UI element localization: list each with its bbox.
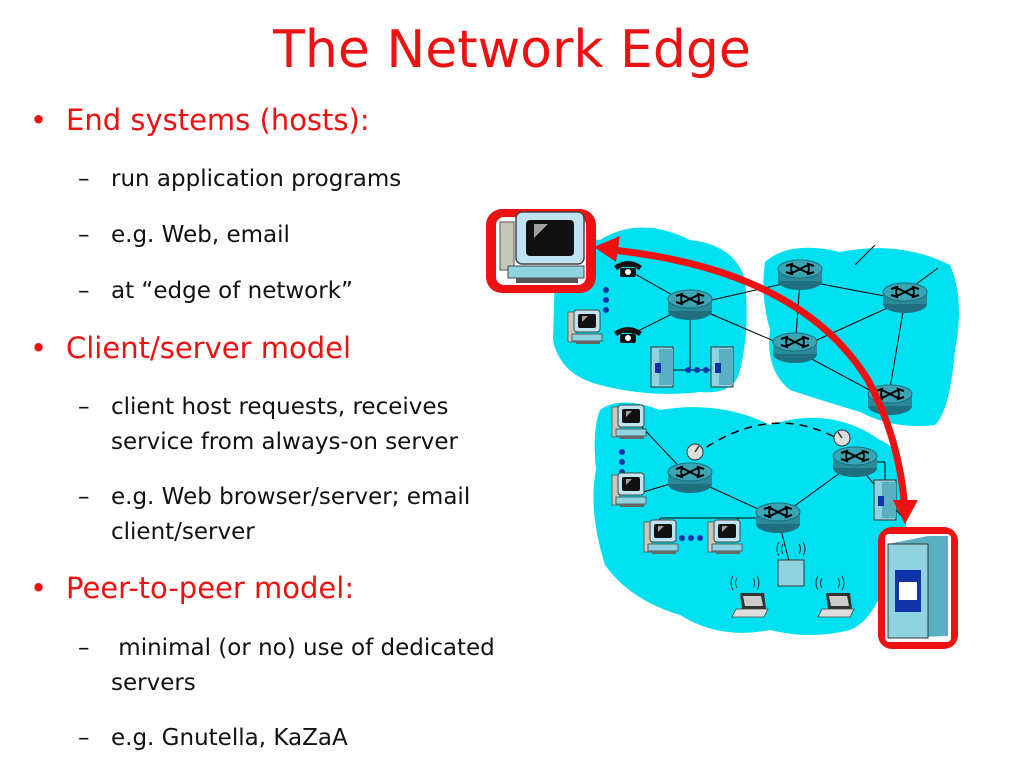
router-icon	[882, 282, 928, 314]
dash-icon: –	[78, 166, 90, 192]
satellite-link	[694, 422, 841, 456]
bullet-heading: Peer-to-peer model:	[66, 571, 355, 605]
sub-item-text: e.g. Web, email	[111, 222, 290, 248]
network-cloud-bottom	[593, 402, 907, 635]
router-icon	[777, 259, 823, 291]
dash-icon: –	[78, 278, 90, 304]
client-server-arrow	[594, 236, 918, 524]
dash-icon: –	[78, 222, 90, 248]
sub-item: –at “edge of network”	[78, 274, 353, 309]
sub-item-text-line: servers	[111, 670, 196, 696]
router-icon	[667, 462, 713, 494]
sub-item-text: e.g. Gnutella, KaZaA	[111, 725, 348, 751]
satellite-dish-icon	[686, 443, 704, 461]
bullet-dot-icon: •	[30, 571, 48, 605]
sub-item-text-line: minimal (or no) use of dedicated	[111, 635, 495, 661]
desktop-computer-icon	[643, 519, 679, 555]
bullet-heading: Client/server model	[66, 331, 352, 365]
server-icon	[650, 346, 674, 388]
dash-icon: –	[78, 635, 90, 661]
router-icon	[755, 502, 801, 534]
highlighted-server-icon	[878, 527, 958, 649]
sub-item-text: at “edge of network”	[111, 278, 353, 304]
sub-item-text-line: client/server	[111, 519, 255, 545]
router-icon	[667, 289, 713, 321]
bullet-dot-icon: •	[30, 331, 48, 365]
sub-item: –run application programs	[78, 162, 401, 197]
sub-item-text-line: service from always-on server	[111, 429, 459, 455]
desktop-computer-icon	[567, 309, 603, 345]
sub-item: –client host requests, receives service f…	[78, 390, 458, 460]
sub-item-text: run application programs	[111, 166, 402, 192]
sub-item: –e.g. Web, email	[78, 218, 290, 253]
satellite-dish-icon	[833, 429, 851, 447]
bullet-client-server: • Client/server model	[30, 331, 351, 365]
slide-title: The Network Edge	[273, 20, 751, 80]
desktop-computer-icon	[707, 519, 743, 555]
sub-item: –e.g. Gnutella, KaZaA	[78, 721, 348, 756]
bullet-peer-to-peer: • Peer-to-peer model:	[30, 571, 354, 605]
server-icon	[873, 479, 897, 521]
sub-item: –e.g. Web browser/server; email client/se…	[78, 480, 470, 550]
bullet-end-systems: • End systems (hosts):	[30, 103, 370, 137]
bullet-dot-icon: •	[30, 103, 48, 137]
dash-icon: –	[78, 484, 90, 510]
sub-item-text-line: client host requests, receives	[111, 394, 449, 420]
sub-item: – minimal (or no) use of dedicated server…	[78, 631, 495, 701]
desktop-computer-icon	[611, 472, 647, 508]
router-icon	[772, 332, 818, 364]
router-icon	[832, 446, 878, 478]
highlighted-host-icon	[486, 209, 596, 293]
server-icon	[710, 346, 734, 388]
wireless-access-point-icon	[776, 541, 806, 587]
desktop-computer-icon	[611, 404, 647, 440]
dash-icon: –	[78, 394, 90, 420]
dash-icon: –	[78, 725, 90, 751]
bullet-heading: End systems (hosts):	[66, 103, 370, 137]
sub-item-text-line: e.g. Web browser/server; email	[111, 484, 471, 510]
